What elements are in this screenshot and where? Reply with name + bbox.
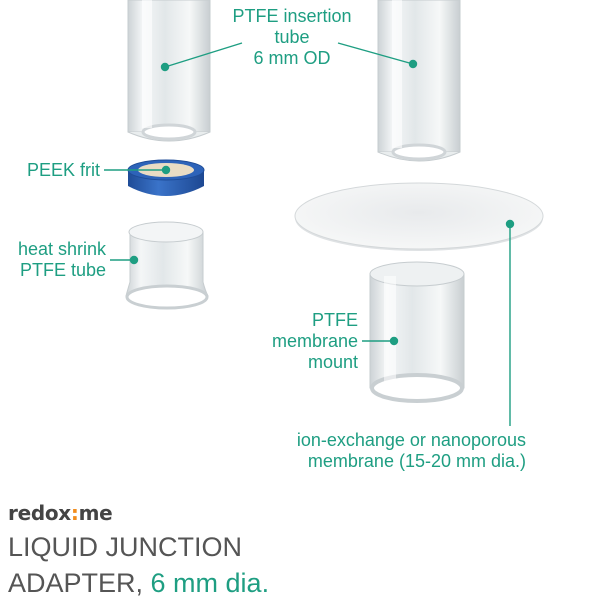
leader-insertion-right bbox=[337, 42, 414, 65]
heat-shrink-tube bbox=[125, 221, 209, 310]
leader-dot-insertion-right bbox=[408, 59, 418, 69]
label-membrane-line2: membrane (15-20 mm dia.) bbox=[307, 451, 526, 471]
title-line2-accent: 6 mm dia. bbox=[150, 568, 270, 598]
leader-insertion-left bbox=[164, 42, 243, 68]
brand-prefix: redox bbox=[8, 501, 71, 525]
membrane-disc bbox=[294, 182, 544, 251]
leader-lines bbox=[104, 42, 515, 426]
peek-frit bbox=[127, 159, 205, 196]
label-insertion-tube: PTFE insertion tube 6 mm OD bbox=[204, 6, 380, 69]
label-membrane-line1: ion-exchange or nanoporous bbox=[296, 430, 526, 450]
label-insertion-tube-line1: PTFE insertion bbox=[232, 6, 352, 26]
leader-dot-frit bbox=[161, 165, 171, 175]
title-line1: LIQUID JUNCTION bbox=[8, 532, 243, 562]
label-membrane: ion-exchange or nanoporous membrane (15-… bbox=[236, 430, 526, 472]
leader-dot-insertion-left bbox=[160, 62, 170, 72]
membrane-mount-tube bbox=[369, 261, 465, 403]
title-line2-prefix: ADAPTER, bbox=[8, 568, 151, 598]
label-membrane-mount: PTFE membrane mount bbox=[240, 310, 358, 373]
label-heat-shrink: heat shrink PTFE tube bbox=[0, 239, 106, 281]
label-membrane-mount-line1: PTFE bbox=[311, 310, 358, 330]
leader-dot-membrane bbox=[505, 219, 515, 229]
label-heat-shrink-line2: PTFE tube bbox=[19, 260, 106, 280]
label-membrane-mount-line3: mount bbox=[307, 352, 358, 372]
brand-suffix: me bbox=[78, 501, 113, 525]
label-heat-shrink-line1: heat shrink bbox=[17, 239, 106, 259]
label-peek-frit: PEEK frit bbox=[26, 160, 100, 180]
brand-logo: redox:me bbox=[8, 501, 113, 525]
leader-dot-heat-shrink bbox=[129, 255, 139, 265]
left-insertion-tube bbox=[127, 0, 211, 142]
title-line2: ADAPTER, 6 mm dia. bbox=[8, 568, 269, 598]
right-insertion-tube bbox=[377, 0, 461, 162]
label-membrane-mount-line2: membrane bbox=[271, 331, 358, 351]
brand-dot: : bbox=[70, 501, 79, 525]
label-insertion-tube-line2: tube bbox=[274, 27, 310, 47]
leader-dot-mount bbox=[389, 336, 399, 346]
label-insertion-tube-line3: 6 mm OD bbox=[253, 48, 331, 68]
